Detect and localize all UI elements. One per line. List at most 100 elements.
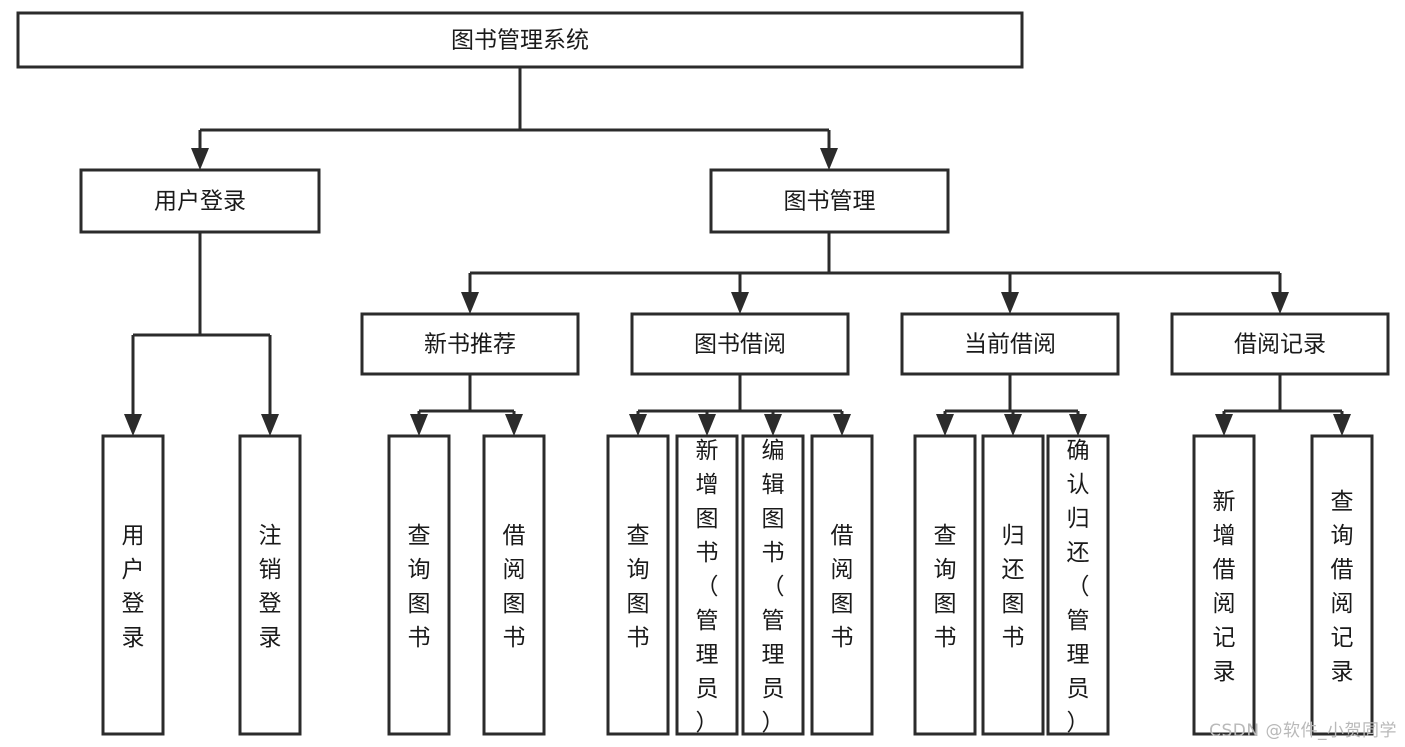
node-level3-0[interactable]	[360, 312, 580, 376]
node-leaf-4[interactable]	[606, 434, 670, 736]
svg-text:（: （	[696, 574, 719, 600]
svg-text:查: 查	[408, 523, 431, 549]
newbook-to-leaves-arrow-0	[410, 414, 428, 436]
svg-text:登: 登	[259, 591, 282, 617]
svg-text:（: （	[762, 574, 785, 600]
svg-text:员: 员	[696, 676, 719, 702]
svg-text:管: 管	[696, 608, 719, 634]
node-leaf-6[interactable]	[741, 434, 805, 736]
svg-text:录: 录	[122, 625, 145, 651]
svg-text:书: 书	[934, 625, 957, 651]
borrow-to-leaves-arrow-0	[629, 414, 647, 436]
svg-text:录: 录	[259, 625, 282, 651]
book-to-level3-arrow-0	[461, 292, 479, 314]
node-leaf-11[interactable]	[1192, 434, 1256, 736]
svg-text:录: 录	[1213, 659, 1236, 685]
svg-text:阅: 阅	[831, 557, 854, 583]
node-leaf-8[interactable]	[913, 434, 977, 736]
root-to-level2-arrow-0	[191, 148, 209, 170]
svg-text:书: 书	[831, 625, 854, 651]
node-leaf-0[interactable]	[101, 434, 165, 736]
svg-text:图: 图	[762, 506, 785, 532]
svg-text:）: ）	[762, 710, 785, 736]
svg-text:询: 询	[408, 557, 431, 583]
svg-text:）: ）	[1067, 710, 1090, 736]
user-to-leaves-arrow-1	[261, 414, 279, 436]
svg-text:增: 增	[1213, 523, 1236, 549]
svg-text:阅: 阅	[1331, 591, 1354, 617]
svg-text:用: 用	[122, 523, 145, 549]
svg-text:登: 登	[122, 591, 145, 617]
user-to-leaves-arrow-0	[124, 414, 142, 436]
record-to-leaves-arrow-0	[1215, 414, 1233, 436]
borrow-to-leaves-arrow-3	[833, 414, 851, 436]
svg-text:员: 员	[762, 676, 785, 702]
book-to-level3-arrow-2	[1001, 292, 1019, 314]
node-level3-label-2: 当前借阅	[964, 332, 1056, 358]
svg-text:借: 借	[1213, 557, 1236, 583]
svg-text:户: 户	[122, 557, 145, 583]
svg-text:书: 书	[762, 540, 785, 566]
current-to-leaves-arrow-2	[1069, 414, 1087, 436]
node-leaf-9[interactable]	[981, 434, 1045, 736]
node-leaf-3[interactable]	[482, 434, 546, 736]
svg-text:还: 还	[1002, 557, 1025, 583]
svg-text:员: 员	[1067, 676, 1090, 702]
svg-text:阅: 阅	[503, 557, 526, 583]
svg-text:管: 管	[1067, 608, 1090, 634]
node-layer: 图书管理系统用户登录图书管理新书推荐图书借阅当前借阅借阅记录用户登录注销登录查询…	[16, 11, 1390, 736]
svg-text:录: 录	[1331, 659, 1354, 685]
svg-text:询: 询	[934, 557, 957, 583]
node-leaf-10[interactable]	[1046, 434, 1110, 736]
node-leaf-1[interactable]	[238, 434, 302, 736]
connector-layer	[124, 67, 1351, 436]
svg-text:还: 还	[1067, 540, 1090, 566]
node-leaf-7[interactable]	[810, 434, 874, 736]
svg-text:确: 确	[1067, 438, 1090, 464]
svg-text:（: （	[1067, 574, 1090, 600]
node-leaf-label-0: 用户登录	[122, 523, 145, 651]
svg-text:理: 理	[696, 642, 719, 668]
node-root-system-label: 图书管理系统	[451, 28, 589, 54]
node-level3-label-0: 新书推荐	[424, 332, 516, 358]
svg-text:新: 新	[1213, 489, 1236, 515]
borrow-to-leaves-arrow-1	[698, 414, 716, 436]
svg-text:书: 书	[1002, 625, 1025, 651]
svg-text:查: 查	[934, 523, 957, 549]
book-to-level3-arrow-3	[1271, 292, 1289, 314]
svg-text:归: 归	[1067, 506, 1090, 532]
current-to-leaves-arrow-0	[936, 414, 954, 436]
borrow-to-leaves-arrow-2	[764, 414, 782, 436]
svg-text:理: 理	[1067, 642, 1090, 668]
svg-text:书: 书	[503, 625, 526, 651]
svg-text:借: 借	[1331, 557, 1354, 583]
svg-text:书: 书	[627, 625, 650, 651]
svg-text:图: 图	[1002, 591, 1025, 617]
node-level3-2[interactable]	[900, 312, 1120, 376]
node-level3-3[interactable]	[1170, 312, 1390, 376]
node-root-system[interactable]	[16, 11, 1024, 69]
node-leaf-2[interactable]	[387, 434, 451, 736]
node-leaf-5[interactable]	[675, 434, 739, 736]
node-level3-1[interactable]	[630, 312, 850, 376]
node-level2-1[interactable]	[709, 168, 950, 234]
svg-text:借: 借	[831, 523, 854, 549]
csdn-watermark: CSDN @软件_小贺同学	[1209, 721, 1397, 741]
node-leaf-12[interactable]	[1310, 434, 1374, 736]
svg-text:查: 查	[627, 523, 650, 549]
node-level2-0[interactable]	[79, 168, 321, 234]
svg-text:图: 图	[696, 506, 719, 532]
